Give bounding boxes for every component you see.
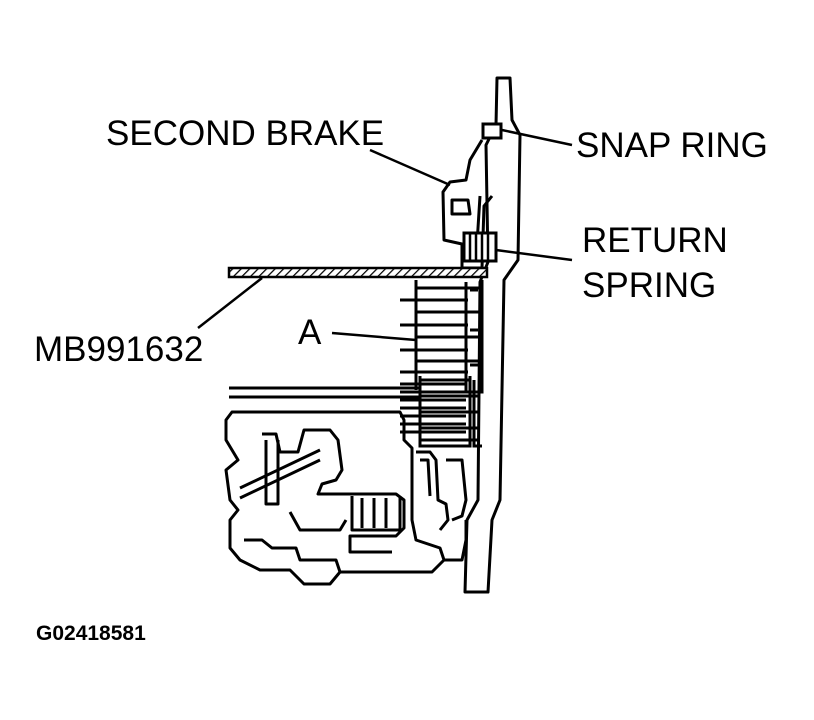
leader-lines — [197, 128, 573, 342]
leader-second-brake — [369, 148, 451, 187]
return-spring — [462, 231, 498, 263]
label-tool: MB991632 — [34, 330, 203, 369]
clutch-pack-lower — [400, 376, 482, 448]
snap-ring — [481, 122, 503, 140]
clutch-pack-upper — [400, 280, 484, 394]
figure-code: G02418581 — [36, 622, 146, 645]
leader-part-a — [331, 331, 417, 342]
leader-snap-ring — [501, 128, 573, 147]
label-part-a: A — [298, 313, 322, 352]
label-snap-ring: SNAP RING — [576, 126, 768, 165]
label-second-brake: SECOND BRAKE — [106, 114, 384, 153]
leader-tool — [197, 277, 263, 329]
label-return-spring-line1: RETURN — [582, 221, 728, 260]
case-wall — [463, 76, 522, 594]
leader-return-spring — [495, 248, 573, 262]
label-return-spring-line2: SPRING — [582, 266, 716, 305]
lower-rail — [229, 386, 420, 399]
tool-bar — [227, 266, 489, 279]
lower-housing — [224, 410, 468, 586]
